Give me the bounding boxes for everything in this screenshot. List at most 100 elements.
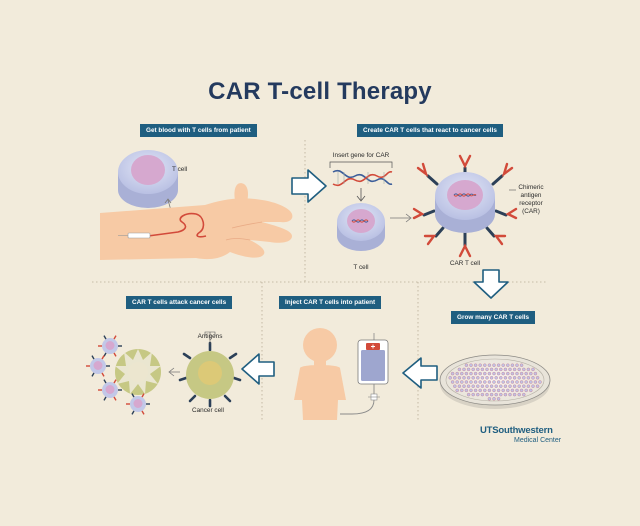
dish-cell bbox=[517, 384, 521, 388]
dish-cell bbox=[476, 376, 480, 380]
dish-cell bbox=[485, 384, 489, 388]
dish-cell bbox=[460, 388, 464, 393]
dish-cell bbox=[508, 376, 512, 380]
dish-cell bbox=[494, 392, 498, 397]
dish-cell bbox=[533, 371, 538, 376]
step-banner-attack: CAR T cells attack cancer cells bbox=[126, 296, 233, 309]
label-antigens: Antigens bbox=[197, 333, 223, 340]
dish-cell bbox=[503, 384, 508, 388]
step-banner-inject: Inject CAR T cells into patient bbox=[279, 296, 382, 309]
dish-cell bbox=[473, 371, 478, 376]
dish-cell bbox=[480, 392, 485, 397]
dish-cell bbox=[506, 363, 510, 367]
dish-cell bbox=[485, 367, 489, 372]
dish-cell bbox=[489, 367, 494, 372]
dish-cell bbox=[496, 388, 501, 393]
dish-cell bbox=[522, 384, 526, 388]
dish-cell bbox=[512, 384, 517, 388]
receptor-heads bbox=[412, 154, 518, 258]
dish-cell bbox=[462, 367, 466, 372]
dish-cell bbox=[476, 384, 480, 388]
t-cell-illustration-2 bbox=[337, 203, 385, 251]
dish-cell bbox=[501, 371, 505, 376]
chimeric-line-4: (CAR) bbox=[522, 208, 540, 215]
dish-cell bbox=[464, 388, 469, 393]
dish-cell bbox=[508, 384, 512, 388]
dish-cell bbox=[473, 380, 478, 384]
dish-cell bbox=[524, 380, 528, 384]
dish-cell bbox=[480, 367, 485, 372]
dish-cell bbox=[522, 376, 526, 380]
dish-cell bbox=[531, 367, 535, 372]
dish-cell bbox=[501, 363, 505, 367]
dish-cell bbox=[501, 380, 505, 384]
dish-cell bbox=[494, 376, 498, 380]
dish-cell bbox=[538, 380, 542, 384]
dish-cell bbox=[483, 388, 487, 393]
dish-cell bbox=[487, 380, 492, 384]
dish-cell bbox=[466, 384, 471, 388]
step-banner-create-car: Create CAR T cells that react to cancer … bbox=[357, 124, 503, 137]
dish-cell bbox=[519, 371, 524, 376]
antigen-markers bbox=[178, 341, 242, 408]
dish-cell bbox=[453, 384, 457, 388]
dish-cell bbox=[466, 392, 471, 397]
label-t-cell-2: T cell bbox=[353, 264, 369, 271]
attacking-car-t-cells bbox=[86, 335, 150, 415]
dish-cell bbox=[473, 388, 478, 393]
grown-car-t-cells bbox=[448, 363, 542, 401]
dish-cell bbox=[526, 384, 531, 388]
dish-cell bbox=[499, 392, 503, 397]
dish-cell bbox=[455, 388, 459, 393]
arm-illustration bbox=[100, 183, 293, 260]
step-banner-grow: Grow many CAR T cells bbox=[451, 311, 536, 324]
dish-cell bbox=[489, 384, 494, 388]
dish-cell bbox=[450, 380, 455, 384]
mini-car-t-cell bbox=[86, 355, 110, 377]
petri-dish bbox=[439, 354, 551, 409]
dish-cell bbox=[492, 380, 496, 384]
chimeric-line-2: antigen bbox=[520, 192, 542, 199]
dish-cell bbox=[478, 380, 482, 384]
dna-icon bbox=[332, 169, 393, 187]
dish-cell bbox=[480, 376, 485, 380]
dish-cell bbox=[453, 376, 457, 380]
blood-draw-tube bbox=[118, 212, 207, 239]
dish-cell bbox=[506, 380, 510, 384]
dish-cell bbox=[510, 371, 515, 376]
dish-cell bbox=[512, 392, 517, 397]
dish-cell bbox=[469, 380, 473, 384]
label-insert-gene: Insert gene for CAR bbox=[332, 152, 390, 159]
mini-car-t-cell bbox=[126, 393, 150, 415]
dish-cell bbox=[457, 367, 462, 372]
gene-arrow-down bbox=[356, 188, 366, 202]
dish-cell bbox=[489, 392, 494, 397]
dish-cell bbox=[457, 384, 462, 388]
dish-cell bbox=[457, 376, 462, 380]
dish-cell bbox=[531, 376, 535, 380]
dish-cell bbox=[483, 363, 487, 367]
dish-cell bbox=[522, 392, 526, 397]
gene-bracket bbox=[329, 161, 393, 168]
dish-cell bbox=[535, 384, 540, 388]
page-title: CAR T-cell Therapy bbox=[208, 78, 432, 105]
dish-cell bbox=[529, 380, 533, 384]
dish-cell bbox=[503, 392, 508, 397]
dish-cell bbox=[492, 371, 496, 376]
dish-cell bbox=[519, 363, 524, 367]
dish-cell bbox=[508, 392, 512, 397]
dish-cell bbox=[496, 380, 501, 384]
t-cell-illustration-1 bbox=[118, 150, 178, 208]
dish-cell bbox=[499, 376, 503, 380]
dish-cell bbox=[476, 392, 480, 397]
dish-cell bbox=[494, 384, 498, 388]
dish-cell bbox=[503, 367, 508, 372]
dish-cell bbox=[460, 380, 464, 384]
dish-cell bbox=[478, 363, 482, 367]
flow-arrow-down bbox=[473, 269, 509, 299]
dish-cell bbox=[464, 371, 469, 376]
dish-cell bbox=[503, 376, 508, 380]
chimeric-line-3: receptor bbox=[519, 200, 543, 207]
dish-cell bbox=[519, 388, 524, 393]
